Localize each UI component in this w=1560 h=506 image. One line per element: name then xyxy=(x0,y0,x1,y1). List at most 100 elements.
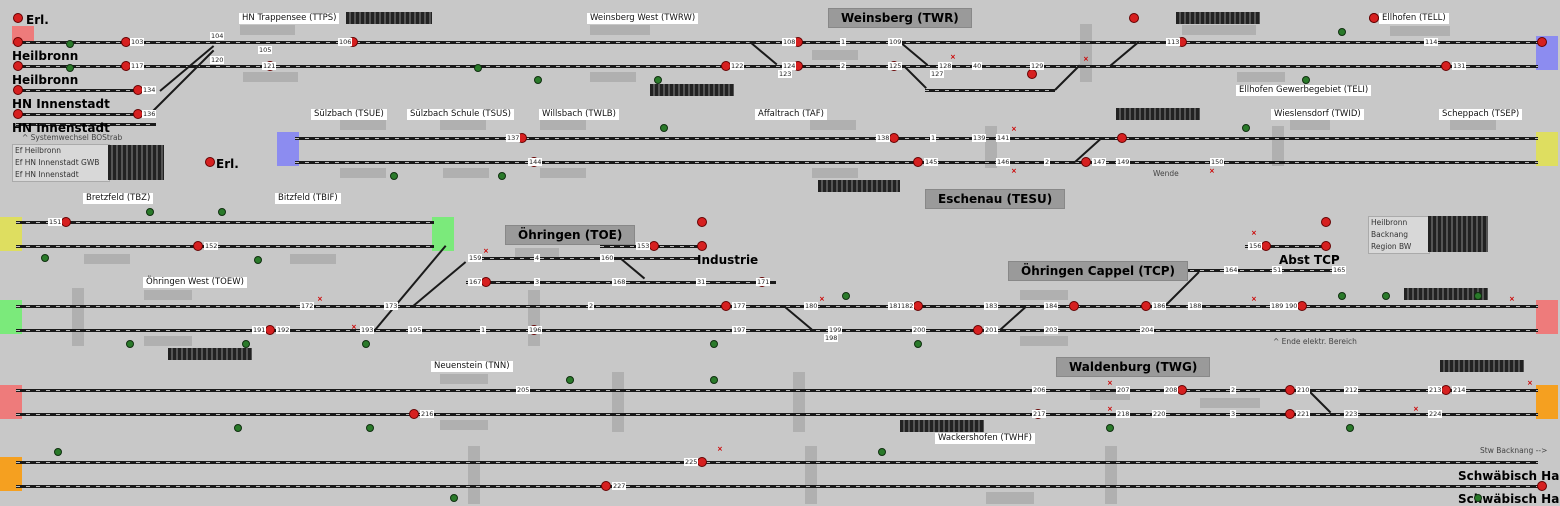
signal-red[interactable] xyxy=(1321,241,1331,251)
block-number[interactable]: 193 xyxy=(360,326,375,334)
signal-red[interactable] xyxy=(13,109,23,119)
track-tcp-upper[interactable] xyxy=(1170,269,1340,272)
block-number[interactable]: 173 xyxy=(384,302,399,310)
block-number[interactable]: 206 xyxy=(1032,386,1047,394)
switch-diagonal[interactable] xyxy=(899,41,929,66)
block-number[interactable]: 125 xyxy=(888,62,903,70)
switch-marker[interactable]: × xyxy=(1209,167,1215,175)
block-number[interactable]: 136 xyxy=(142,110,157,118)
signal-red[interactable] xyxy=(1081,157,1091,167)
block-number[interactable]: 159 xyxy=(468,254,483,262)
block-number[interactable]: 106 xyxy=(338,38,353,46)
station-header-oehringen[interactable]: Öhringen (TOE) xyxy=(505,225,636,245)
switch-diagonal[interactable] xyxy=(904,66,927,89)
signal-red[interactable] xyxy=(481,277,491,287)
signal-red[interactable] xyxy=(1537,37,1547,47)
signal-green[interactable] xyxy=(1302,76,1310,84)
block-number[interactable]: 150 xyxy=(1210,158,1225,166)
block-number[interactable]: 149 xyxy=(1116,158,1131,166)
block-number[interactable]: 124 xyxy=(782,62,797,70)
signal-red[interactable] xyxy=(265,325,275,335)
block-number[interactable]: 134 xyxy=(142,86,157,94)
block-number[interactable]: 218 xyxy=(1116,410,1131,418)
switch-marker[interactable]: × xyxy=(1011,167,1017,175)
signal-red[interactable] xyxy=(1369,13,1379,23)
signal-red[interactable] xyxy=(913,157,923,167)
switch-diagonal[interactable] xyxy=(1109,40,1140,67)
train-number-field[interactable] xyxy=(1116,108,1200,120)
edge-marker-green-mid-row5[interactable] xyxy=(432,217,454,251)
block-number[interactable]: 191 xyxy=(252,326,267,334)
block-number[interactable]: 196 xyxy=(528,326,543,334)
station-header-weinsberg[interactable]: Weinsberg (TWR) xyxy=(828,8,972,28)
signal-red[interactable] xyxy=(1027,69,1037,79)
block-number[interactable]: 147 xyxy=(1092,158,1107,166)
block-number[interactable]: 217 xyxy=(1032,410,1047,418)
signal-green[interactable] xyxy=(498,172,506,180)
train-number-field[interactable] xyxy=(1440,360,1524,372)
switch-diagonal[interactable] xyxy=(149,49,215,115)
signal-green[interactable] xyxy=(366,424,374,432)
block-number[interactable]: 192 xyxy=(276,326,291,334)
block-number[interactable]: 121 xyxy=(262,62,277,70)
switch-marker[interactable]: × xyxy=(1107,405,1113,413)
block-number[interactable]: 184 xyxy=(1044,302,1059,310)
signal-red[interactable] xyxy=(601,481,611,491)
signal-green[interactable] xyxy=(1382,292,1390,300)
signal-red[interactable] xyxy=(1537,481,1547,491)
station-header-oehringen-cappel[interactable]: Öhringen Cappel (TCP) xyxy=(1008,261,1189,281)
signal-green[interactable] xyxy=(242,340,250,348)
block-number[interactable]: 105 xyxy=(258,46,273,54)
signal-red[interactable] xyxy=(13,85,23,95)
signal-green[interactable] xyxy=(1346,424,1354,432)
block-number[interactable]: 210 xyxy=(1296,386,1311,394)
switch-marker[interactable]: × xyxy=(317,295,323,303)
block-number[interactable]: 221 xyxy=(1296,410,1311,418)
block-number[interactable]: 213 xyxy=(1428,386,1443,394)
switch-marker[interactable]: × xyxy=(351,323,357,331)
switch-marker[interactable]: × xyxy=(1107,379,1113,387)
block-number[interactable]: 208 xyxy=(1164,386,1179,394)
block-number[interactable]: 144 xyxy=(528,158,543,166)
signal-green[interactable] xyxy=(660,124,668,132)
signal-red[interactable] xyxy=(1117,133,1127,143)
train-number-field[interactable] xyxy=(650,84,734,96)
station-header-eschenau[interactable]: Eschenau (TESU) xyxy=(925,189,1066,209)
switch-diagonal[interactable] xyxy=(411,261,467,308)
block-number[interactable]: 165 xyxy=(1332,266,1347,274)
block-number[interactable]: 145 xyxy=(924,158,939,166)
track-row3[interactable] xyxy=(295,137,1538,140)
block-number[interactable]: 113 xyxy=(1166,38,1181,46)
track-abst-tcp[interactable] xyxy=(1245,245,1330,248)
block-number[interactable]: 152 xyxy=(204,242,219,250)
block-number[interactable]: 180 xyxy=(804,302,819,310)
switch-marker[interactable]: × xyxy=(1527,379,1533,387)
block-number[interactable]: 109 xyxy=(888,38,903,46)
block-number[interactable]: 141 xyxy=(996,134,1011,142)
block-number[interactable]: 168 xyxy=(612,278,627,286)
signal-red[interactable] xyxy=(13,37,23,47)
block-number[interactable]: 212 xyxy=(1344,386,1359,394)
block-number[interactable]: 103 xyxy=(130,38,145,46)
station-header-waldenburg[interactable]: Waldenburg (TWG) xyxy=(1056,357,1211,377)
edge-marker-yellow-right-row3[interactable] xyxy=(1536,132,1558,166)
block-number[interactable]: 201 xyxy=(984,326,999,334)
signal-green[interactable] xyxy=(1474,292,1482,300)
signal-red[interactable] xyxy=(1441,385,1451,395)
signal-red[interactable] xyxy=(1285,385,1295,395)
track-row10[interactable] xyxy=(16,413,1538,416)
block-number[interactable]: 205 xyxy=(516,386,531,394)
block-number[interactable]: 117 xyxy=(130,62,145,70)
signal-red[interactable] xyxy=(649,241,659,251)
block-number[interactable]: 190 xyxy=(1284,302,1299,310)
train-number-field[interactable] xyxy=(900,420,984,432)
signal-red[interactable] xyxy=(697,217,707,227)
switch-diagonal[interactable] xyxy=(1054,64,1081,91)
track-row11[interactable] xyxy=(16,461,1538,464)
signal-green[interactable] xyxy=(1106,424,1114,432)
block-number[interactable]: 172 xyxy=(300,302,315,310)
track-row2[interactable] xyxy=(16,65,1538,68)
signal-red[interactable] xyxy=(61,217,71,227)
block-number[interactable]: 188 xyxy=(1188,302,1203,310)
signal-green[interactable] xyxy=(54,448,62,456)
